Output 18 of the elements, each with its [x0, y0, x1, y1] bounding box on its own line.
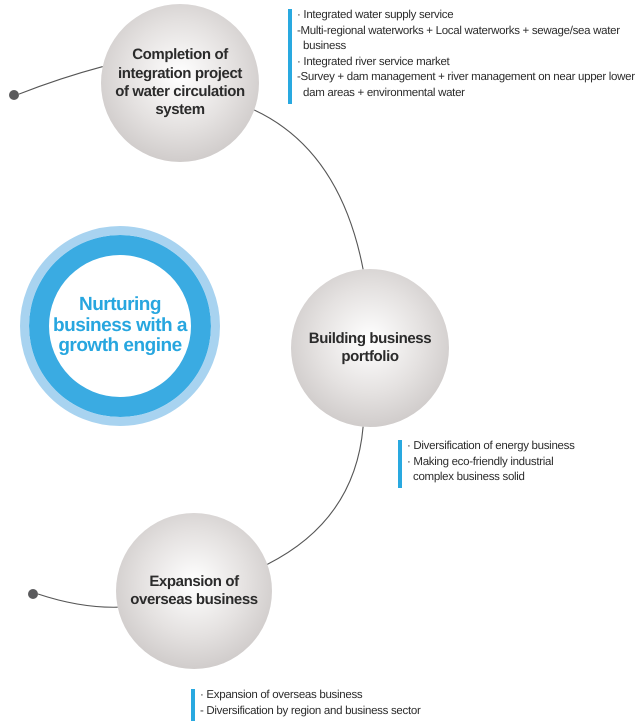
note-text: · Integrated water supply service: [296, 8, 454, 23]
note-text: -Multi-regional waterworks + Local waterworks + sewage/sea water business: [296, 24, 621, 54]
theme-title: Nurturing business with a growth engine: [52, 294, 188, 358]
connector-line: [267, 426, 364, 565]
note-text: - Diversification by region and business sector: [199, 704, 422, 719]
connector-line: [18, 66, 103, 95]
endpoint-dot: [9, 90, 19, 100]
note-text: · Making eco-friendly industrial complex business solid: [406, 454, 554, 486]
stage-label: Completion of integration project of water circulation system: [115, 46, 245, 120]
stage-label: Building business portfolio: [308, 330, 432, 366]
connector-line: [254, 110, 364, 270]
note-text: · Integrated river service market: [296, 54, 451, 70]
endpoint-dot: [28, 589, 38, 599]
note-text: · Diversification of energy business: [406, 439, 575, 454]
connector-line: [38, 593, 118, 608]
note-text: -Survey + dam management + river management on near upper lower dam areas + environmental water: [296, 70, 636, 101]
stage-label: Expansion of overseas business: [129, 572, 259, 610]
note-text: · Expansion of overseas business: [199, 688, 364, 703]
